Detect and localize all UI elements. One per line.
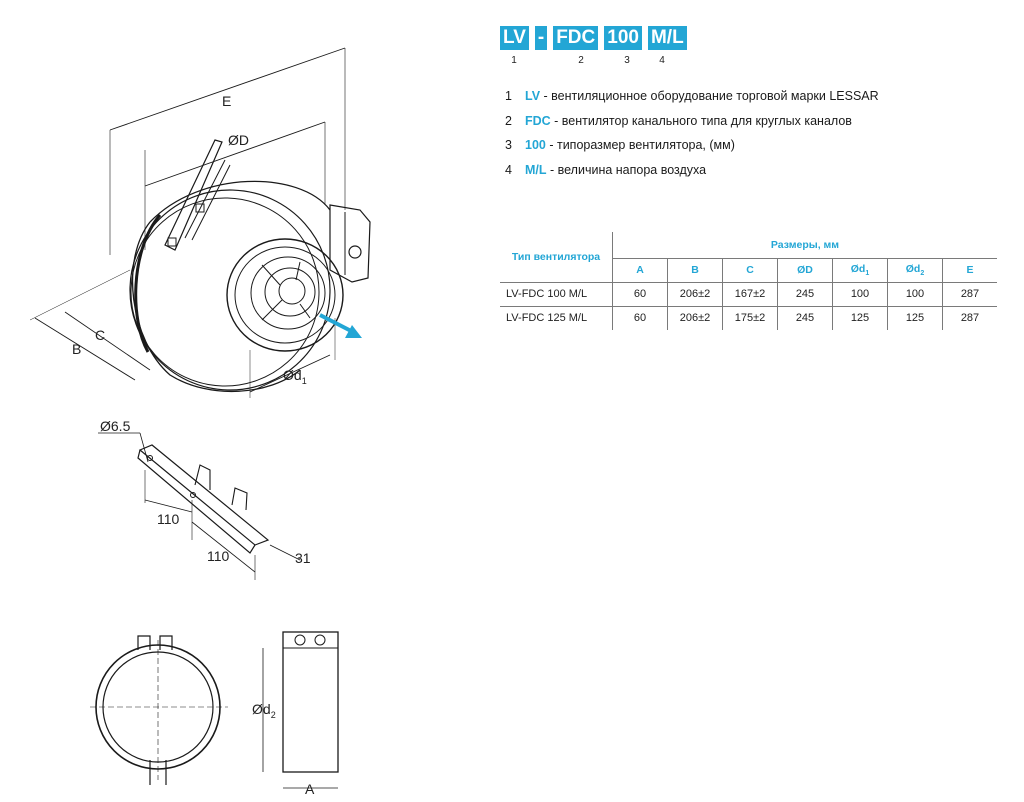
code-box-lv: LV [500, 26, 529, 50]
table-cell: 287 [942, 281, 997, 306]
legend-text: - величина напора воздуха [546, 162, 707, 177]
legend-number: 4 [505, 162, 512, 177]
code-box-dash: - [534, 26, 548, 50]
clamp-front-view [90, 635, 228, 785]
model-code: LV - FDC 100 M/L [500, 26, 687, 50]
legend-text: - вентиляционное оборудование торговой м… [540, 89, 879, 103]
fan-drawing-svg: E ØD B C Ød1 Ø6.5 110 110 31 [29, 47, 371, 797]
dim-label-d: ØD [228, 132, 249, 148]
model-cell: LV-FDC 100 M/L [500, 281, 613, 306]
column-header: C [722, 257, 778, 282]
clamp-side-view [262, 631, 339, 789]
dim-label-span1: 110 [157, 511, 180, 527]
column-header: ØD [777, 257, 833, 282]
table-cell: 100 [887, 281, 943, 306]
table-row: LV-FDC 125 M/L 60 206±2 175±2 245 125 12… [500, 305, 997, 330]
dim-label-b: B [72, 341, 81, 357]
column-header: A [612, 257, 668, 282]
legend-item: 4 M/L - величина напора воздуха [505, 158, 879, 183]
type-header: Тип вентилятора [500, 232, 613, 282]
dim-label-a: A [305, 781, 315, 797]
table-cell: 245 [777, 305, 833, 330]
table-cell: 287 [942, 305, 997, 330]
bracket-drawing [98, 432, 301, 580]
legend-code: LV [525, 89, 541, 103]
code-box-size: 100 [604, 26, 642, 50]
table-cell: 167±2 [722, 281, 778, 306]
dimensions-table: Тип вентилятора Размеры, мм A B C ØD Ød1… [500, 232, 997, 330]
model-cell: LV-FDC 125 M/L [500, 305, 613, 330]
dimension-lines [29, 47, 346, 398]
dim-label-hole: Ø6.5 [100, 418, 131, 434]
dim-label-d2: Ød2 [252, 701, 276, 720]
code-number: 1 [511, 55, 517, 66]
dim-label-e: E [222, 93, 231, 109]
legend-number: 3 [505, 138, 512, 152]
code-number: 4 [659, 55, 665, 66]
table-row: LV-FDC 100 M/L 60 206±2 167±2 245 100 10… [500, 281, 997, 306]
dim-label-span2: 110 [207, 548, 230, 564]
table-cell: 245 [777, 281, 833, 306]
legend-item: 2 FDC - вентилятор канального типа для кр… [505, 109, 879, 134]
legend-text: - вентилятор канального типа для круглых… [550, 113, 852, 128]
table-cell: 206±2 [667, 281, 723, 306]
column-header: Ød2 [887, 257, 943, 282]
legend-text: - типоразмер вентилятора, (мм) [545, 138, 735, 152]
dim-label-width: 31 [295, 550, 311, 566]
fan-body [129, 139, 371, 393]
code-box-fdc: FDC [553, 26, 599, 50]
table-cell: 60 [612, 305, 668, 330]
dim-label-d1: Ød1 [283, 367, 307, 386]
table-cell: 60 [612, 281, 668, 306]
table-cell: 125 [887, 305, 943, 330]
legend-item: 3 100 - типоразмер вентилятора, (мм) [505, 133, 879, 158]
code-box-pressure: M/L [647, 26, 687, 50]
table-cell: 100 [832, 281, 888, 306]
legend-number: 1 [505, 89, 512, 103]
table-cell: 125 [832, 305, 888, 330]
legend-code: FDC [525, 113, 551, 128]
legend-code: M/L [525, 162, 547, 177]
legend-item: 1 LV - вентиляционное оборудование торгов… [505, 84, 879, 109]
table-cell: 175±2 [722, 305, 778, 330]
code-number: 2 [578, 55, 584, 66]
code-legend: 1 LV - вентиляционное оборудование торгов… [505, 84, 879, 182]
column-header: B [667, 257, 723, 282]
legend-number: 2 [505, 113, 512, 128]
technical-drawings: E ØD B C Ød1 Ø6.5 110 110 31 [0, 0, 500, 802]
code-number: 3 [624, 55, 630, 66]
column-header: Ød1 [832, 257, 888, 282]
airflow-arrow-icon [319, 313, 362, 338]
dimensions-group-header: Размеры, мм [770, 238, 840, 251]
dim-label-c: C [95, 327, 105, 343]
column-header: E [942, 257, 997, 282]
legend-code: 100 [525, 138, 546, 152]
table-cell: 206±2 [667, 305, 723, 330]
